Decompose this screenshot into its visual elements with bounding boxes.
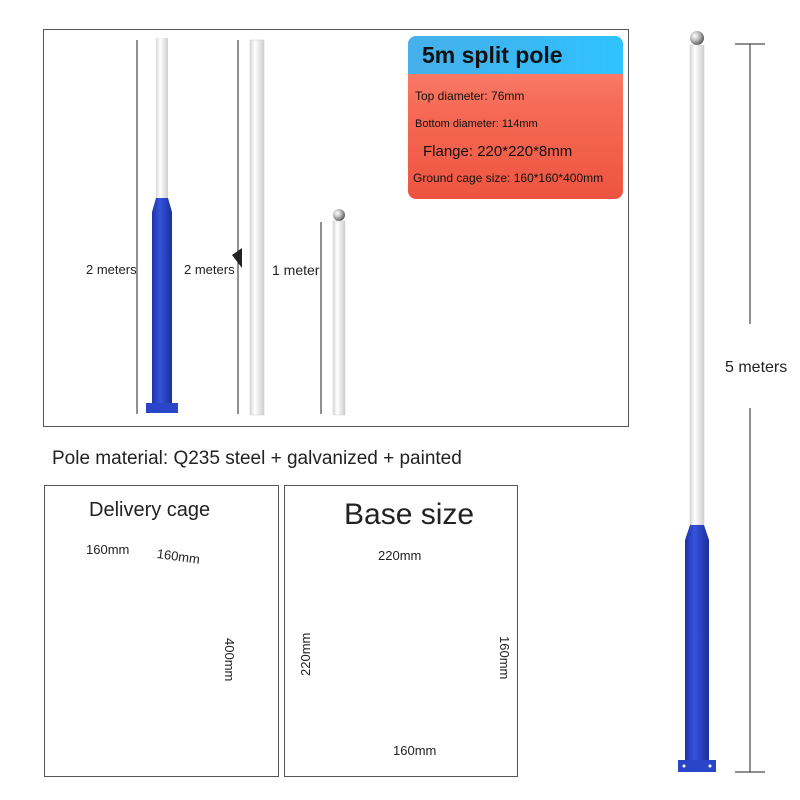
base-top-width: 220mm — [378, 548, 422, 563]
spec-top-diameter: Top diameter: 76mm — [415, 89, 525, 103]
segment-1-length: 2 meters — [86, 262, 137, 277]
spec-bottom-diameter: Bottom diameter: 114mm — [415, 118, 538, 130]
cage-height: 400mm — [222, 638, 237, 682]
spec-flange: Flange: 220*220*8mm — [423, 143, 573, 160]
delivery-cage-panel — [44, 485, 279, 777]
spec-card-header — [408, 36, 623, 74]
base-left-height: 220mm — [298, 632, 313, 676]
spec-card: 5m split pole Top diameter: 76mm Bottom … — [408, 36, 623, 199]
cage-width-a: 160mm — [86, 542, 130, 557]
base-size-title: Base size — [344, 498, 475, 531]
full-pole-height: 5 meters — [725, 359, 788, 376]
base-bottom-width: 160mm — [393, 743, 437, 758]
full-pole-dimension — [735, 43, 765, 773]
base-size-panel — [284, 485, 518, 777]
base-right-height: 160mm — [497, 636, 512, 680]
delivery-cage-title: Delivery cage — [89, 499, 211, 521]
pole-material: Pole material: Q235 steel + galvanized +… — [52, 448, 462, 469]
segment-2-length: 2 meters — [184, 262, 235, 277]
spec-ground-cage: Ground cage size: 160*160*400mm — [413, 171, 604, 185]
segment-3-pole — [320, 209, 346, 416]
segment-1-pole — [136, 38, 178, 414]
full-pole — [678, 31, 716, 772]
spec-card-title: 5m split pole — [422, 42, 563, 68]
segment-2-pole — [232, 39, 265, 416]
segment-3-length: 1 meter — [272, 262, 320, 278]
